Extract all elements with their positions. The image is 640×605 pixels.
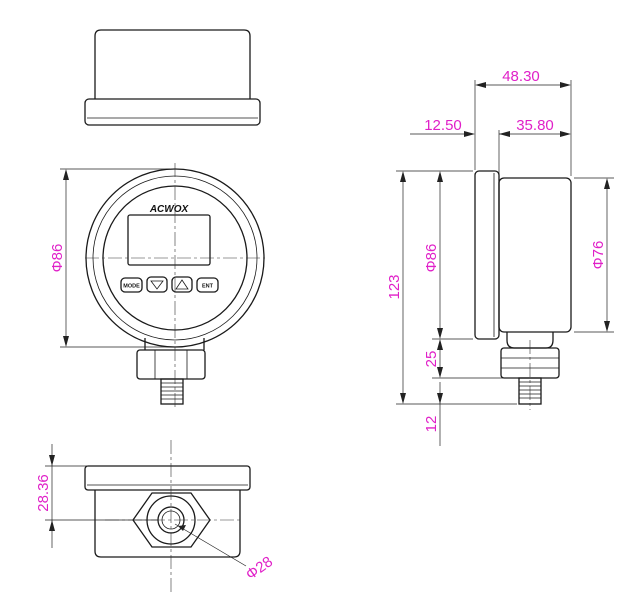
up-arrow-icon xyxy=(175,279,189,290)
bottom-height-dimension: 28.36 xyxy=(35,444,158,548)
top-view xyxy=(84,29,261,126)
side-view xyxy=(474,170,572,410)
up-button[interactable] xyxy=(171,276,193,293)
front-diameter-dimension: Φ86 xyxy=(49,168,170,348)
fitting-diameter-label: Φ28 xyxy=(243,553,276,583)
side-total-depth-label: 48.30 xyxy=(502,68,540,85)
bottom-height-label: 28.36 xyxy=(35,474,52,512)
brand-logo: ACWOX xyxy=(149,204,190,215)
front-view: ACWOX MODE ENT xyxy=(85,163,265,410)
svg-text:ENT: ENT xyxy=(202,284,214,290)
side-height-dimensions: 123 Φ86 25 12 Φ76 xyxy=(386,170,614,446)
down-button[interactable] xyxy=(146,276,168,293)
side-hex-height-label: 25 xyxy=(423,351,440,368)
side-body-diameter-label: Φ76 xyxy=(590,241,607,270)
side-bezel-depth-label: 12.50 xyxy=(424,117,462,134)
bottom-view xyxy=(84,440,251,595)
side-total-height-label: 123 xyxy=(386,274,403,299)
side-thread-height-label: 12 xyxy=(423,416,440,433)
ent-button[interactable]: ENT xyxy=(196,277,219,293)
mode-button[interactable]: MODE xyxy=(120,277,143,293)
down-arrow-icon xyxy=(150,280,164,290)
side-face-diameter-label: Φ86 xyxy=(423,244,440,273)
svg-text:MODE: MODE xyxy=(123,284,140,290)
side-depth-dimensions: 48.30 12.50 35.80 xyxy=(410,68,572,176)
fitting-diameter-leader: Φ28 xyxy=(174,523,276,583)
side-body-depth-label: 35.80 xyxy=(516,117,554,134)
front-diameter-label: Φ86 xyxy=(49,244,66,273)
